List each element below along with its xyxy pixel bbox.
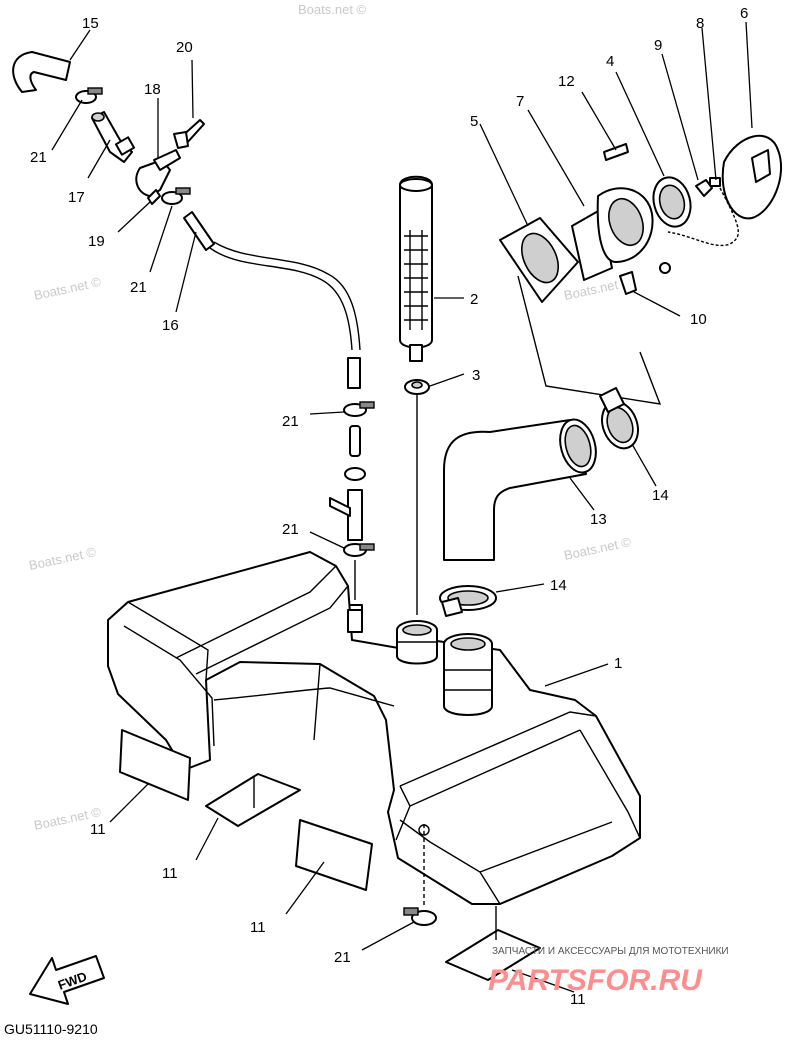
seal-4 (652, 176, 692, 228)
callout-1: 1 (614, 655, 622, 672)
screw-19 (147, 189, 161, 205)
fuel-tank-1 (107, 551, 641, 906)
leader-lines-filler (479, 21, 753, 317)
hose-clamp-14 (599, 387, 639, 450)
callout-11: 11 (250, 919, 266, 936)
callout-5: 5 (470, 113, 478, 130)
callout-17: 17 (68, 189, 85, 206)
callout-21: 21 (334, 949, 351, 966)
watermark: Boats.net © (563, 534, 633, 563)
watermark: Boats.net © (28, 544, 98, 573)
callout-18: 18 (144, 81, 161, 98)
gasket-5 (499, 217, 579, 303)
tank-port-filter (396, 620, 438, 665)
leader-lines-top-left (51, 29, 197, 313)
pad-11 (195, 773, 301, 861)
filler-neck-assembly (499, 134, 783, 405)
callout-11: 11 (570, 991, 586, 1008)
callout-3: 3 (472, 367, 480, 384)
callout-21: 21 (30, 149, 47, 166)
screw-12 (603, 143, 629, 161)
nut-9 (695, 179, 713, 197)
watermark: Boats.net © (298, 2, 367, 17)
partsfor-watermark: ЗАПЧАСТИ И АКСЕССУАРЫ ДЛЯ МОТОТЕХНИКИ PA… (488, 946, 729, 997)
callout-12: 12 (558, 73, 575, 90)
hose-elbow-15 (12, 51, 71, 93)
callout-14: 14 (652, 487, 669, 504)
ad-tagline: ЗАПЧАСТИ И АКСЕССУАРЫ ДЛЯ МОТОТЕХНИКИ (492, 946, 729, 957)
hose-clip (161, 191, 183, 205)
watermark: Boats.net © (33, 274, 103, 303)
diagram-code: GU51110-9210 (4, 1021, 98, 1037)
callout-13: 13 (590, 511, 607, 528)
screw-10 (619, 271, 637, 295)
callout-20: 20 (176, 39, 193, 56)
pad-11 (285, 819, 373, 915)
callout-11: 11 (90, 821, 106, 838)
screw-20 (173, 119, 205, 149)
callout-10: 10 (690, 311, 707, 328)
callout-21: 21 (282, 521, 299, 538)
callout-14: 14 (550, 577, 567, 594)
check-valve-17 (91, 111, 136, 163)
filler-neck-7 (571, 187, 654, 281)
bracket-18 (135, 149, 181, 197)
callout-15: 15 (82, 15, 99, 32)
callout-labels: 15 20 18 21 17 19 21 16 2 3 21 21 5 7 12… (30, 5, 748, 1008)
filler-hose-13 (443, 418, 597, 561)
tank-port-filler (443, 633, 493, 716)
callout-16: 16 (162, 317, 179, 334)
filler-cap-6 (709, 134, 783, 220)
callout-21: 21 (130, 279, 147, 296)
fuel-filter-2 (399, 175, 433, 362)
callout-2: 2 (470, 291, 478, 308)
callout-9: 9 (654, 37, 662, 54)
pad-11 (109, 729, 191, 823)
callout-7: 7 (516, 93, 524, 110)
vent-fittings-group (75, 87, 361, 389)
callout-19: 19 (88, 233, 105, 250)
callout-6: 6 (740, 5, 748, 22)
callout-4: 4 (606, 53, 614, 70)
hose-clamp-14 (439, 585, 497, 617)
hose-clip-bottom (403, 907, 437, 926)
callout-21: 21 (282, 413, 299, 430)
pad-11 (445, 906, 575, 993)
callout-11: 11 (162, 865, 178, 882)
grommet-3 (404, 379, 430, 395)
ad-brand: PARTSFOR.RU (488, 964, 703, 997)
callout-8: 8 (696, 15, 704, 32)
fwd-arrow: FWD (29, 955, 105, 1005)
vent-hose-16 (183, 211, 361, 389)
